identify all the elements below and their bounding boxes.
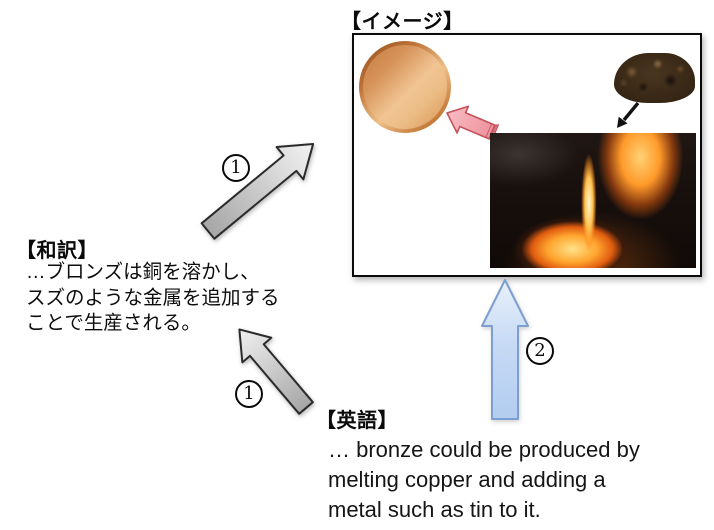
step-1-number: 1 xyxy=(243,383,255,404)
blue-arrow-up-icon xyxy=(481,279,529,420)
japanese-line: …ブロンズは銅を溶かし、 xyxy=(26,261,260,283)
black-arrow-icon xyxy=(617,101,640,128)
copper-ore-image xyxy=(614,53,695,103)
english-line: … bronze could be produced by xyxy=(328,437,640,462)
image-section-title: 【イメージ】 xyxy=(341,11,464,33)
step-1-badge-upper: 1 xyxy=(222,154,250,182)
gray-arrow-up-left-icon xyxy=(238,328,314,415)
english-section-title: 【英語】 xyxy=(316,410,398,432)
english-line: melting copper and adding a xyxy=(328,467,606,492)
gray-arrow-up-right-icon xyxy=(200,143,315,240)
japanese-section-title: 【和訳】 xyxy=(16,240,98,262)
english-line: metal such as tin to it. xyxy=(328,497,541,522)
japanese-line: ことで生産される。 xyxy=(26,312,201,334)
furnace-photo xyxy=(490,133,696,268)
step-1-badge-lower: 1 xyxy=(235,380,263,408)
step-1-number: 1 xyxy=(230,157,242,178)
english-text: … bronze could be produced by melting co… xyxy=(328,435,640,525)
japanese-text: …ブロンズは銅を溶かし、 スズのような金属を追加する ことで生産される。 xyxy=(26,260,280,337)
step-2-badge: 2 xyxy=(526,337,554,365)
japanese-line: スズのような金属を追加する xyxy=(26,286,280,309)
step-2-number: 2 xyxy=(534,340,546,361)
bronze-disc-image xyxy=(359,41,451,133)
image-panel xyxy=(352,33,702,277)
bronze-disc-face xyxy=(363,45,447,129)
